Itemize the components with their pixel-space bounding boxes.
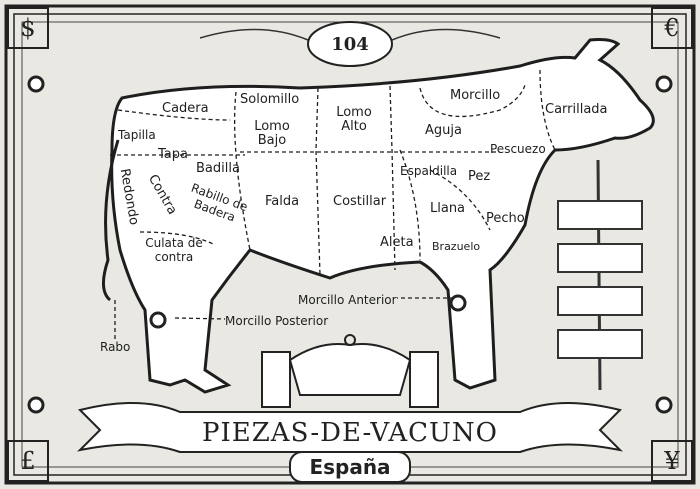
joint-icons <box>149 294 467 329</box>
cut-aleta: Aleta <box>380 235 414 250</box>
cut-llana: Llana <box>430 201 466 216</box>
cut-falda: Falda <box>265 194 300 209</box>
crown-icon <box>261 334 439 408</box>
cut-lomo-alto: Lomo Alto <box>336 105 372 134</box>
rivet-icons <box>27 75 673 414</box>
cut-pescuezo: Pescuezo <box>490 142 546 156</box>
cut-lines <box>110 69 556 342</box>
tail <box>102 139 120 302</box>
cut-cadera: Cadera <box>162 101 209 116</box>
cut-morcillo: Morcillo <box>450 88 501 103</box>
cut-carrillada: Carrillada <box>545 102 608 117</box>
cut-aguja: Aguja <box>425 123 462 138</box>
cut-rabo: Rabo <box>100 340 131 354</box>
cut-tapa: Tapa <box>158 147 188 162</box>
cut-pecho: Pecho <box>486 211 525 226</box>
chart-subtitle: España <box>309 455 391 479</box>
cut-pez: Pez <box>468 169 491 184</box>
cut-espaldilla: Espaldilla <box>400 164 458 178</box>
blank-tag <box>557 286 643 316</box>
cut-culata-de-contra: Culata de contra <box>145 236 203 264</box>
corner-ornaments <box>7 7 693 482</box>
title-ribbon <box>76 401 624 453</box>
blank-tag <box>557 243 643 273</box>
cut-badilla: Badilla <box>196 161 240 176</box>
number-badge <box>307 21 393 67</box>
yen-icon: ¥ <box>664 447 680 475</box>
cut-tapilla: Tapilla <box>118 128 156 142</box>
cut-morcillo-posterior: Morcillo Posterior <box>225 314 329 328</box>
cut-solomillo: Solomillo <box>240 92 300 107</box>
blank-tag <box>557 200 643 230</box>
cow-outline <box>110 38 655 394</box>
cut-brazuelo: Brazuelo <box>432 240 481 253</box>
chart-title: PIEZAS-DE-VACUNO <box>202 418 498 448</box>
blank-tag <box>557 329 643 359</box>
cut-morcillo-anterior: Morcillo Anterior <box>298 293 397 307</box>
cut-costillar: Costillar <box>333 194 387 209</box>
badge-number: 104 <box>331 34 369 55</box>
euro-icon: € <box>664 14 680 42</box>
cut-lomo-bajo: Lomo Bajo <box>254 119 290 148</box>
pound-icon: £ <box>20 447 36 475</box>
dollar-icon: $ <box>20 14 36 42</box>
